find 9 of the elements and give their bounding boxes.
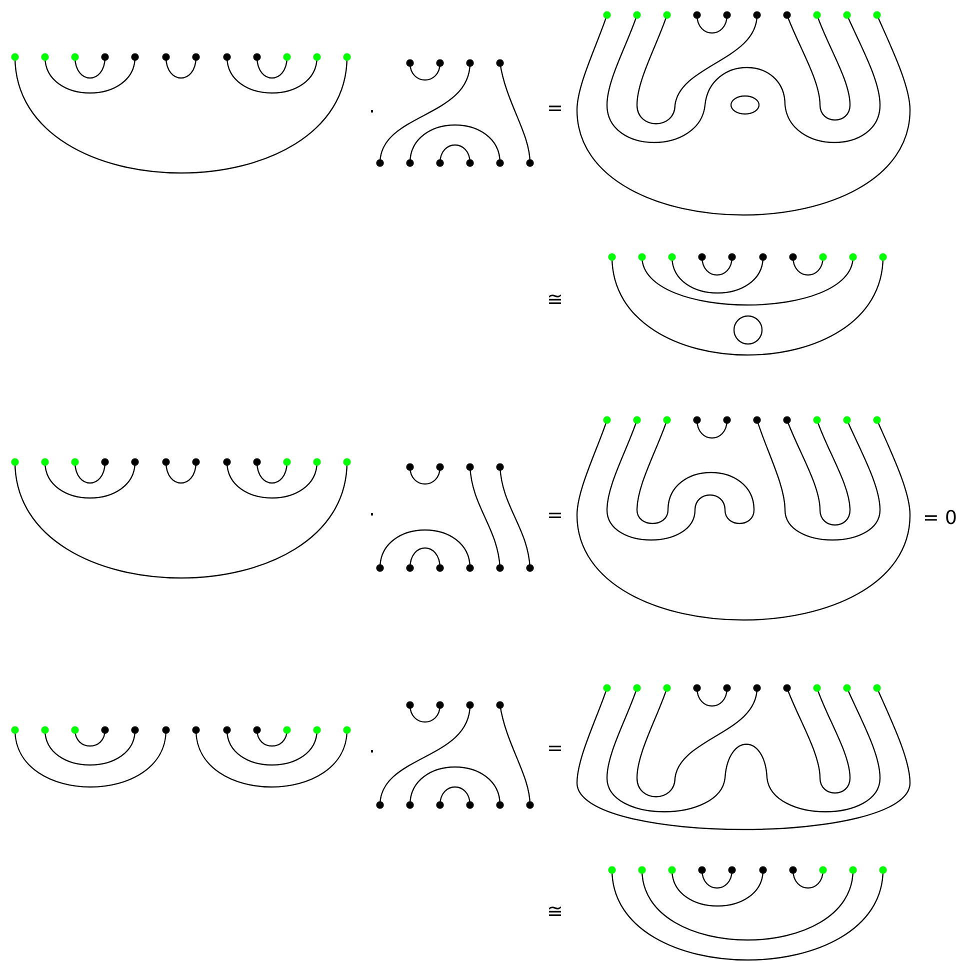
- math-symbol: ·: [371, 750, 373, 752]
- math-symbol: =: [549, 512, 561, 518]
- math-symbol: ·: [371, 110, 373, 112]
- math-symbol: ≅: [549, 294, 561, 304]
- math-symbol: ≅: [549, 906, 561, 916]
- math-symbol: =: [549, 746, 561, 752]
- math-symbol: = 0: [925, 510, 956, 524]
- math-symbol: =: [549, 106, 561, 112]
- math-symbol: ·: [371, 513, 373, 516]
